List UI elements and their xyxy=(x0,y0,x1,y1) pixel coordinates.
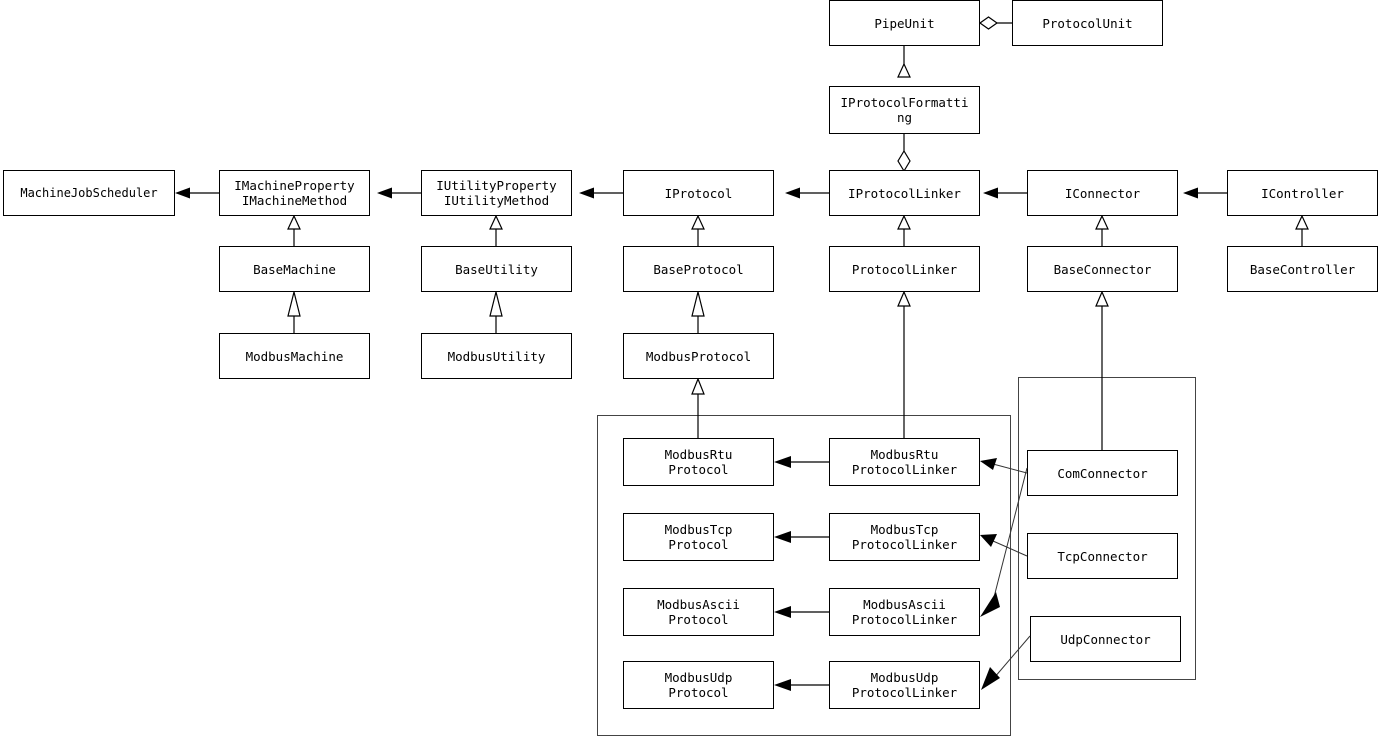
node-udp-connector[interactable]: UdpConnector xyxy=(1030,616,1181,662)
node-modbus-ascii-protocol-linker[interactable]: ModbusAscii ProtocolLinker xyxy=(829,588,980,636)
node-modbus-utility[interactable]: ModbusUtility xyxy=(421,333,572,379)
node-base-utility[interactable]: BaseUtility xyxy=(421,246,572,292)
node-com-connector[interactable]: ComConnector xyxy=(1027,450,1178,496)
node-modbus-udp-protocol-linker[interactable]: ModbusUdp ProtocolLinker xyxy=(829,661,980,709)
node-base-protocol[interactable]: BaseProtocol xyxy=(623,246,774,292)
node-protocol-linker[interactable]: ProtocolLinker xyxy=(829,246,980,292)
node-base-controller[interactable]: BaseController xyxy=(1227,246,1378,292)
node-modbus-protocol[interactable]: ModbusProtocol xyxy=(623,333,774,379)
node-base-connector[interactable]: BaseConnector xyxy=(1027,246,1178,292)
node-imachine-property[interactable]: IMachineProperty IMachineMethod xyxy=(219,170,370,216)
node-modbus-udp-protocol[interactable]: ModbusUdp Protocol xyxy=(623,661,774,709)
node-tcp-connector[interactable]: TcpConnector xyxy=(1027,533,1178,579)
node-pipe-unit[interactable]: PipeUnit xyxy=(829,0,980,46)
node-iprotocol-formatting[interactable]: IProtocolFormatti ng xyxy=(829,86,980,134)
node-modbus-tcp-protocol-linker[interactable]: ModbusTcp ProtocolLinker xyxy=(829,513,980,561)
node-modbus-tcp-protocol[interactable]: ModbusTcp Protocol xyxy=(623,513,774,561)
node-modbus-rtu-protocol[interactable]: ModbusRtu Protocol xyxy=(623,438,774,486)
group-modbus-implementations xyxy=(597,415,1011,736)
node-base-machine[interactable]: BaseMachine xyxy=(219,246,370,292)
node-modbus-ascii-protocol[interactable]: ModbusAscii Protocol xyxy=(623,588,774,636)
node-iconnector[interactable]: IConnector xyxy=(1027,170,1178,216)
node-machine-job-scheduler[interactable]: MachineJobScheduler xyxy=(3,170,175,216)
node-icontroller[interactable]: IController xyxy=(1227,170,1378,216)
node-iutility-property[interactable]: IUtilityProperty IUtilityMethod xyxy=(421,170,572,216)
node-iprotocol[interactable]: IProtocol xyxy=(623,170,774,216)
node-iprotocol-linker[interactable]: IProtocolLinker xyxy=(829,170,980,216)
group-connector-implementations xyxy=(1018,377,1196,680)
node-modbus-rtu-protocol-linker[interactable]: ModbusRtu ProtocolLinker xyxy=(829,438,980,486)
node-protocol-unit[interactable]: ProtocolUnit xyxy=(1012,0,1163,46)
node-modbus-machine[interactable]: ModbusMachine xyxy=(219,333,370,379)
